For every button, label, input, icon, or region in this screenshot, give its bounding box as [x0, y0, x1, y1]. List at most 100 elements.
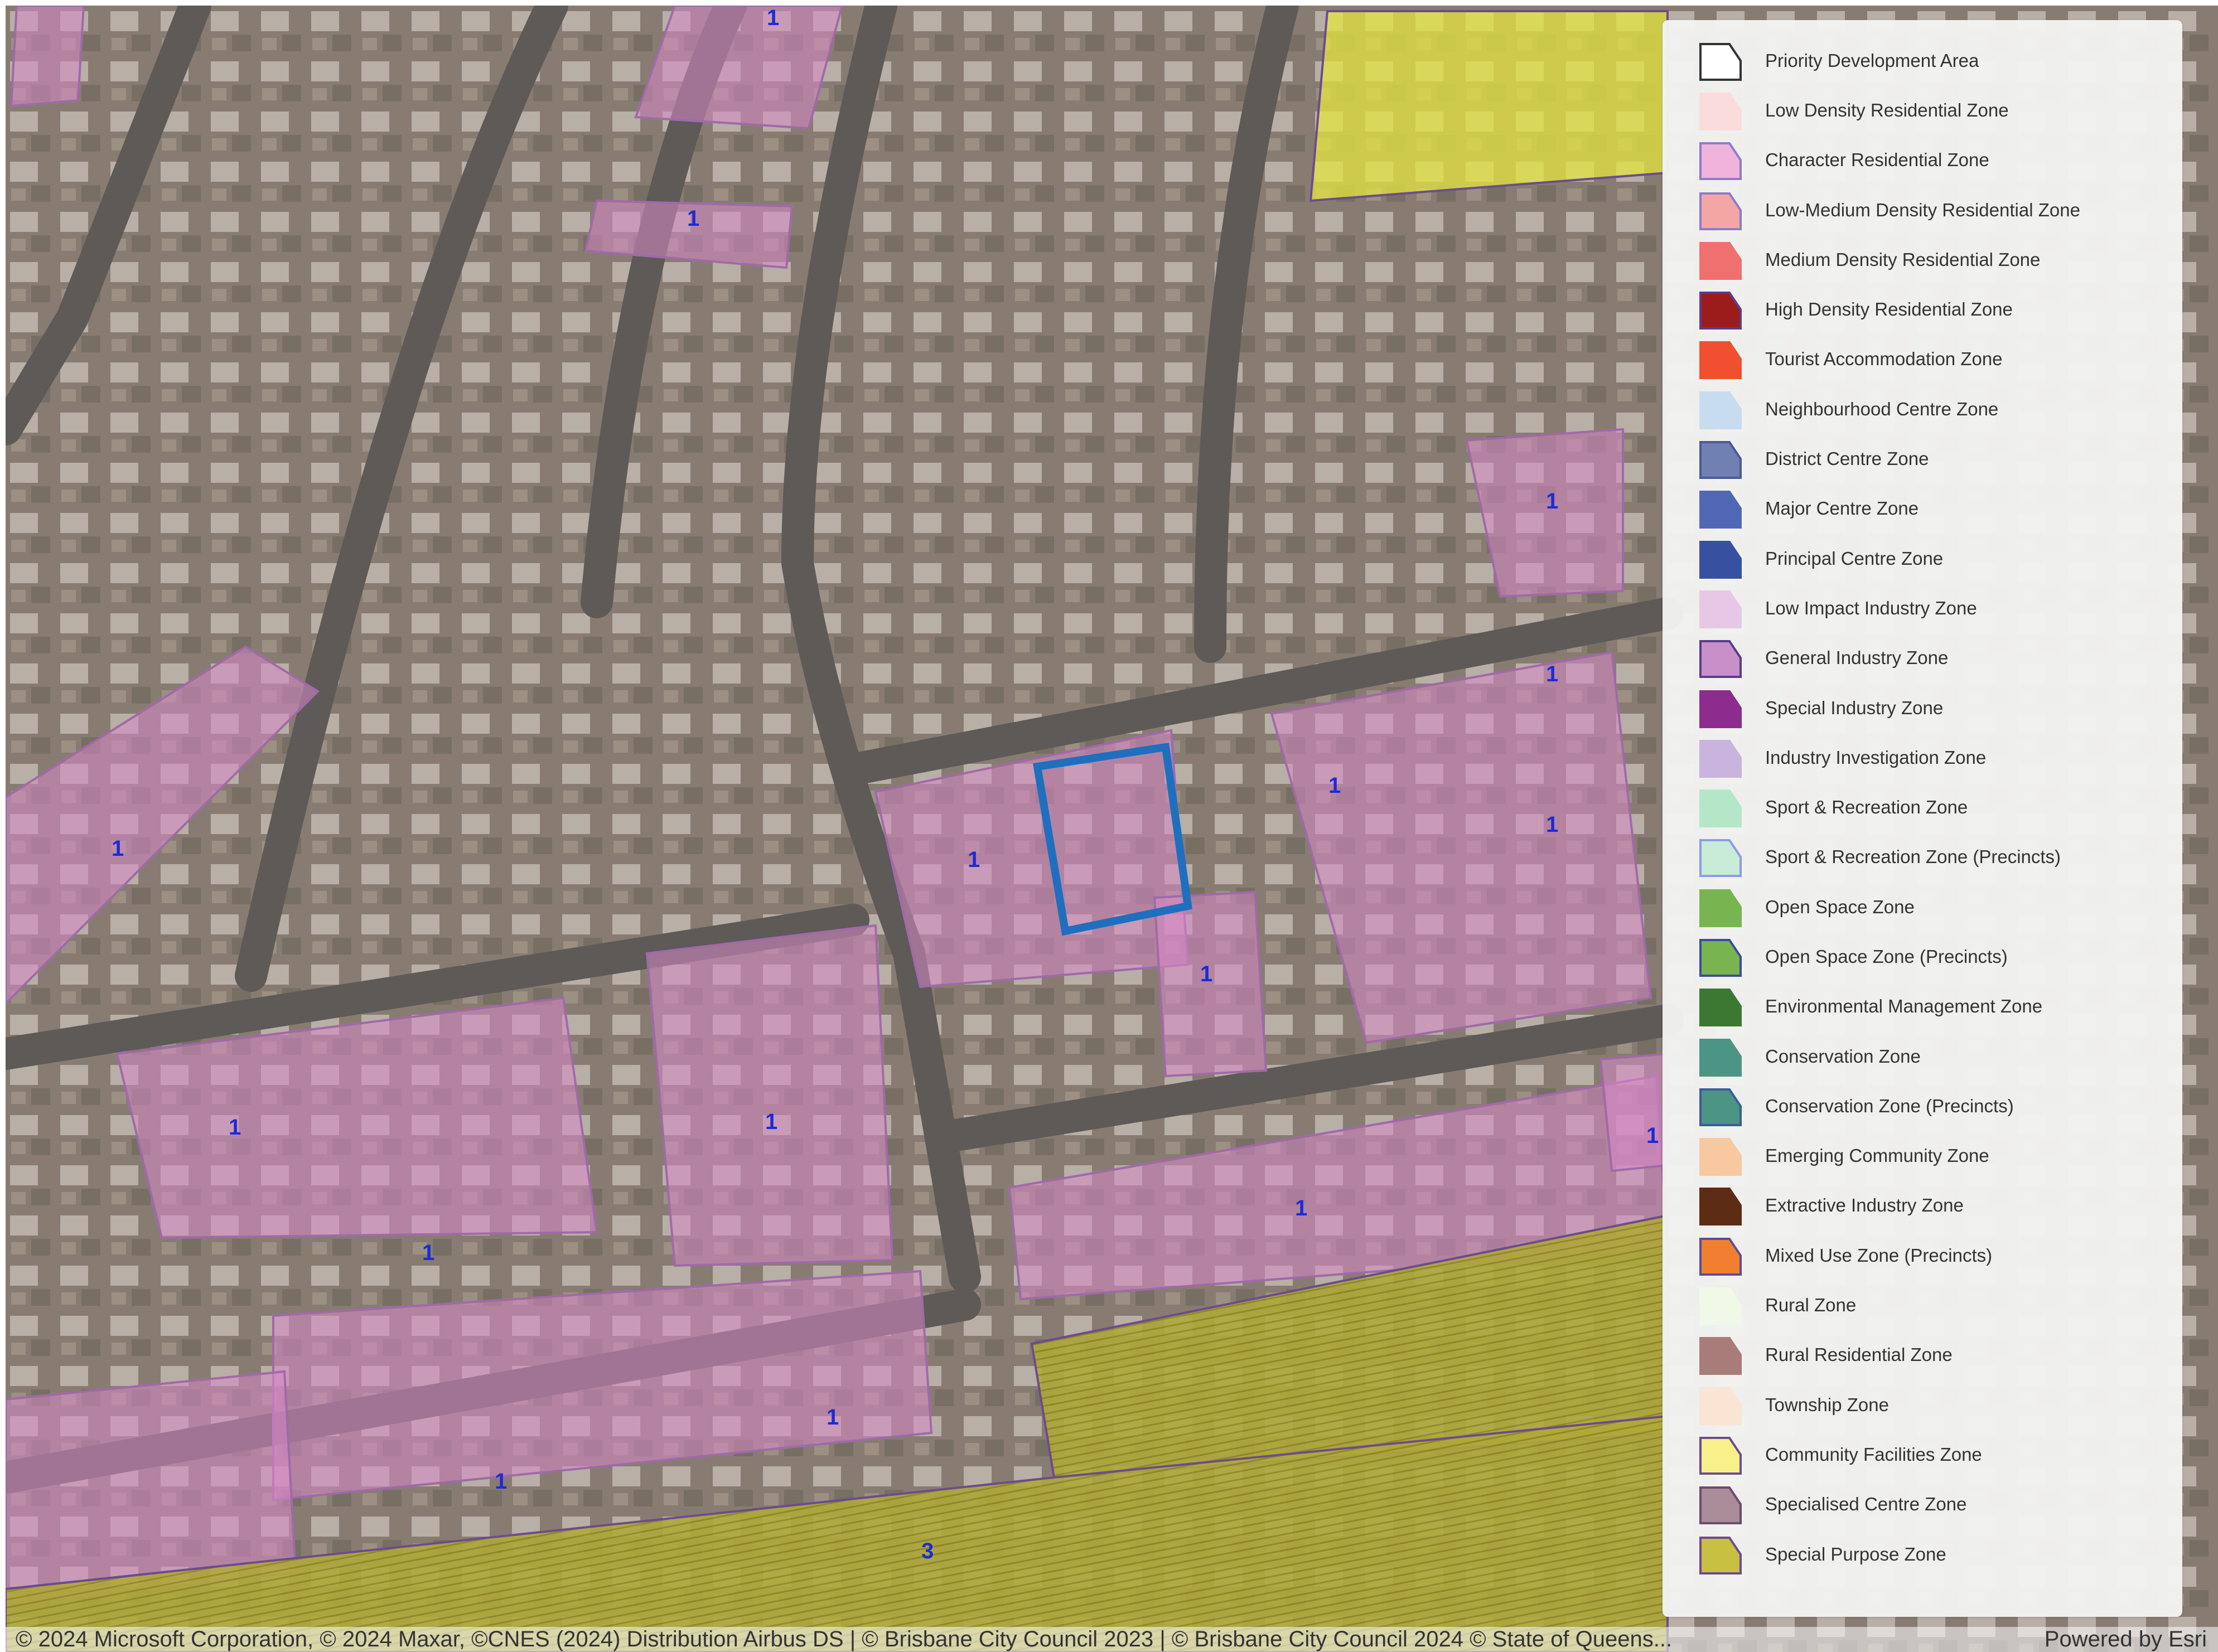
legend-item: Specialised Centre Zone: [1663, 1480, 2182, 1529]
zone-label: 1: [767, 6, 779, 30]
legend-item-label: Principal Centre Zone: [1765, 548, 1944, 569]
legend-item: Conservation Zone: [1663, 1031, 2182, 1081]
legend-swatch-icon: [1699, 1138, 1742, 1176]
legend-swatch-icon: [1699, 1486, 1742, 1525]
legend-swatch-icon: [1699, 1188, 1742, 1226]
attribution-bar: © 2024 Microsoft Corporation, © 2024 Max…: [0, 1627, 2218, 1652]
legend-item: Rural Zone: [1663, 1280, 2182, 1330]
legend-item-label: Industry Investigation Zone: [1765, 747, 1987, 768]
legend-item: Environmental Management Zone: [1663, 982, 2182, 1031]
legend-swatch-icon: [1699, 889, 1742, 927]
legend-item-label: Township Zone: [1765, 1394, 1889, 1415]
zone-label: 1: [1328, 773, 1341, 798]
legend-item-label: Sport & Recreation Zone (Precincts): [1765, 846, 2061, 868]
zone-label: 1: [1546, 489, 1558, 513]
zone-label: 1: [1200, 962, 1212, 986]
legend-swatch-icon: [1699, 1287, 1742, 1326]
legend-item-label: Sport & Recreation Zone: [1765, 797, 1968, 818]
legend-item: Medium Density Residential Zone: [1663, 235, 2182, 284]
legend-item-label: Emerging Community Zone: [1765, 1145, 1989, 1166]
legend-swatch-icon: [1699, 989, 1742, 1027]
legend-swatch-icon: [1699, 690, 1742, 728]
legend-item-label: Medium Density Residential Zone: [1765, 249, 2041, 270]
legend-swatch-icon: [1699, 1237, 1742, 1276]
legend-item-label: Neighbourhood Centre Zone: [1765, 398, 1999, 419]
legend-item-label: Character Residential Zone: [1765, 149, 1989, 171]
legend-item: Special Purpose Zone: [1663, 1529, 2182, 1579]
zone-label: 1: [422, 1241, 434, 1265]
legend-item-label: Special Purpose Zone: [1765, 1543, 1946, 1564]
legend-item-label: Priority Development Area: [1765, 50, 1979, 71]
legend-item: Low Impact Industry Zone: [1663, 583, 2182, 633]
legend-swatch-icon: [1699, 739, 1742, 778]
legend-swatch-icon: [1699, 341, 1742, 380]
legend-item-label: Special Industry Zone: [1765, 697, 1944, 718]
legend-item: General Industry Zone: [1663, 633, 2182, 683]
legend-item: Neighbourhood Centre Zone: [1663, 384, 2182, 434]
legend-swatch-icon: [1699, 491, 1742, 529]
legend-item-label: Tourist Accommodation Zone: [1765, 348, 2003, 370]
selected-parcel[interactable]: [1032, 743, 1192, 936]
legend-item-label: Environmental Management Zone: [1765, 996, 2043, 1017]
legend-item-label: Low Impact Industry Zone: [1765, 597, 1977, 618]
legend-swatch-icon: [1699, 1387, 1742, 1425]
legend-item-label: Rural Residential Zone: [1765, 1344, 1953, 1365]
legend-item-label: General Industry Zone: [1765, 647, 1949, 668]
legend-swatch-icon: [1699, 590, 1742, 628]
legend-item: Sport & Recreation Zone: [1663, 782, 2182, 832]
zone-label: 1: [1646, 1123, 1659, 1148]
legend-swatch-icon: [1699, 441, 1742, 479]
zone-label: 1: [1295, 1196, 1307, 1220]
legend-item: Conservation Zone (Precincts): [1663, 1081, 2182, 1131]
legend-item-label: Conservation Zone: [1765, 1045, 1921, 1067]
legend-swatch-icon: [1699, 142, 1742, 181]
powered-by-esri-link[interactable]: Powered by Esri: [2044, 1627, 2207, 1651]
legend-item-label: Conservation Zone (Precincts): [1765, 1095, 2014, 1116]
legend-item-label: Low-Medium Density Residential Zone: [1765, 199, 2080, 220]
zone-label: 1: [1546, 662, 1558, 686]
zone-label: 1: [229, 1115, 241, 1140]
attribution-text: © 2024 Microsoft Corporation, © 2024 Max…: [16, 1627, 1673, 1651]
legend-item: Emerging Community Zone: [1663, 1131, 2182, 1181]
legend-item-label: Major Centre Zone: [1765, 498, 1919, 519]
legend-swatch-icon: [1699, 391, 1742, 429]
legend-item-label: Open Space Zone (Precincts): [1765, 946, 2008, 967]
zone-label: 1: [495, 1469, 507, 1494]
legend-item: Tourist Accommodation Zone: [1663, 335, 2182, 384]
legend-item-label: District Centre Zone: [1765, 448, 1929, 469]
legend-item-label: Extractive Industry Zone: [1765, 1195, 1964, 1216]
legend-item: Priority Development Area: [1663, 36, 2182, 85]
legend-item-label: Low Density Residential Zone: [1765, 99, 2009, 120]
legend-swatch-icon: [1699, 1436, 1742, 1475]
zone-label: 1: [112, 836, 124, 861]
legend-item: Open Space Zone (Precincts): [1663, 932, 2182, 981]
legend-swatch-icon: [1699, 1337, 1742, 1375]
legend-item: Extractive Industry Zone: [1663, 1181, 2182, 1230]
legend-item-label: High Density Residential Zone: [1765, 299, 2013, 320]
legend-item: Mixed Use Zone (Precincts): [1663, 1230, 2182, 1280]
legend-item: Major Centre Zone: [1663, 484, 2182, 534]
legend-item: High Density Residential Zone: [1663, 284, 2182, 334]
legend-item-label: Open Space Zone: [1765, 896, 1915, 917]
legend-swatch-icon: [1699, 1038, 1742, 1077]
legend-item-label: Mixed Use Zone (Precincts): [1765, 1244, 1993, 1266]
legend-swatch-icon: [1699, 1088, 1742, 1126]
legend-swatch-icon: [1699, 292, 1742, 330]
zone-label: 3: [921, 1539, 934, 1563]
legend-swatch-icon: [1699, 938, 1742, 977]
legend-item: Sport & Recreation Zone (Precincts): [1663, 832, 2182, 882]
legend-swatch-icon: [1699, 192, 1742, 230]
legend-item: Principal Centre Zone: [1663, 534, 2182, 583]
legend-swatch-icon: [1699, 42, 1742, 81]
zone-label: 1: [687, 206, 699, 231]
community-facilities-zones: [1309, 10, 1669, 202]
legend-item: Community Facilities Zone: [1663, 1430, 2182, 1479]
legend-swatch-icon: [1699, 839, 1742, 878]
legend-swatch-icon: [1699, 241, 1742, 280]
legend-item: Industry Investigation Zone: [1663, 733, 2182, 782]
legend-item: District Centre Zone: [1663, 434, 2182, 483]
legend-swatch-icon: [1699, 540, 1742, 579]
zone-label: 1: [827, 1405, 839, 1430]
legend-swatch-icon: [1699, 1536, 1742, 1575]
